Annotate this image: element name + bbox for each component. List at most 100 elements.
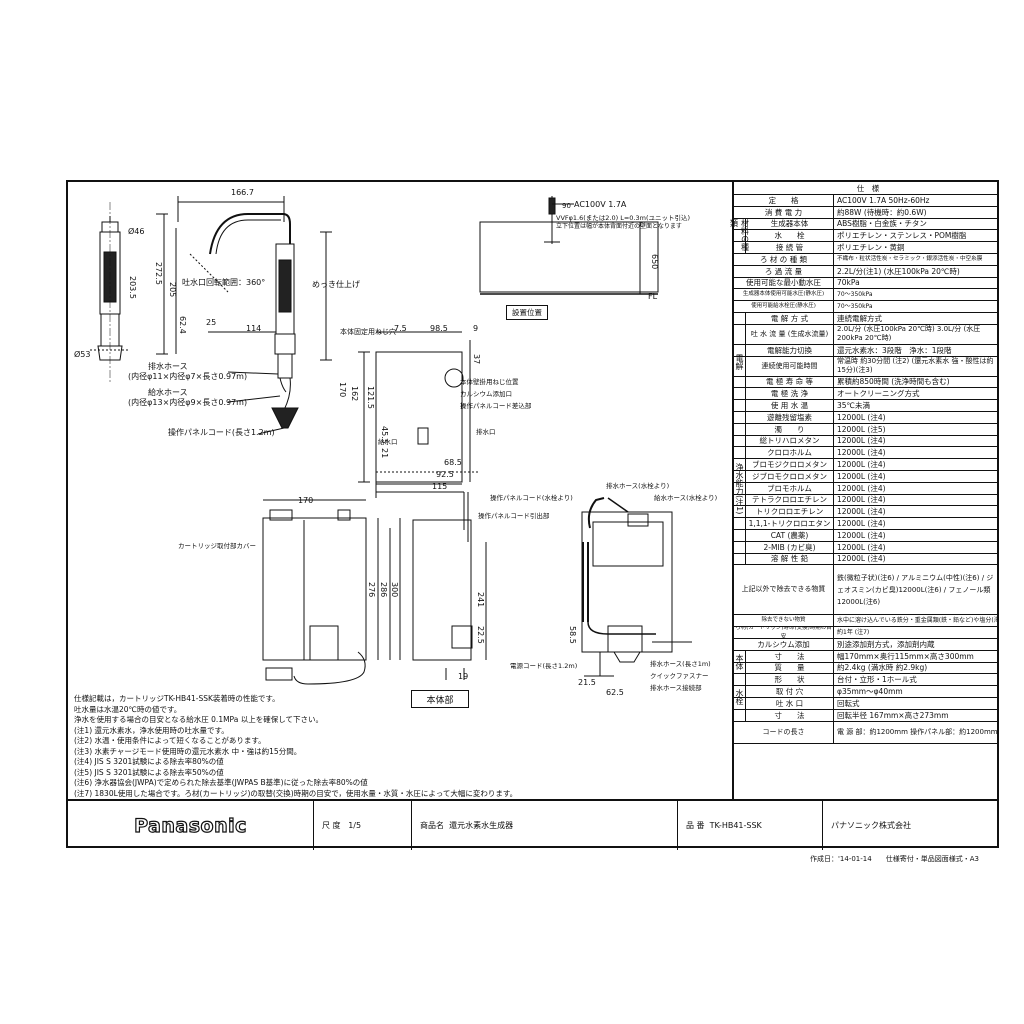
spec-label: コードの長さ (734, 721, 834, 743)
dim-7-5: 7.5 (394, 324, 407, 333)
spec-value: 12000L (注4) (837, 448, 886, 458)
spec-row: 電 解 方 式連続電解方式 (734, 313, 999, 325)
label-panel-cord-port: 操作パネルコード差込部 (460, 402, 532, 410)
brand-logo: Panasonic (68, 801, 314, 850)
spec-label: 質 量 (746, 662, 834, 674)
dim-121-5: 121.5 (366, 386, 375, 409)
label-supply-hose: 給水ホース (148, 388, 188, 397)
spec-label: 生成器本体 (746, 218, 834, 230)
label-rotation-range: 吐水口回転範囲：360° (182, 278, 266, 287)
note-line: (注6) 浄水器協会(JWPA)で定められた除去基準(JWPAS B基準)に従っ… (74, 778, 368, 787)
spec-value: 70～350kPa (837, 291, 873, 299)
dim-276: 276 (367, 582, 376, 598)
note-line: 仕様記載は，カートリッジTK-HB41-SSK装着時の性能です。 (74, 694, 280, 703)
label-cartridge-cover: カートリッジ取付部カバー (178, 542, 256, 550)
spec-value: 2.2L/分(注1) (水圧100kPa 20℃時) (837, 266, 960, 276)
dim-25: 25 (206, 318, 217, 327)
spec-header: 仕 様 (734, 182, 999, 195)
dim-45-5: 45.5 (380, 426, 389, 444)
note-line: 浄水を使用する場合の目安となる給水圧 0.1MPa 以上を確保して下さい。 (74, 715, 323, 724)
technical-drawing (90, 196, 692, 685)
spec-label: 溶 解 性 鉛 (746, 553, 834, 565)
dim-114: 114 (246, 324, 262, 333)
spec-row: 電 極 寿 命 等累積約850時間 (洗浄時間も含む) (734, 376, 999, 389)
unit-top-view (358, 331, 478, 498)
dim-9: 9 (473, 324, 479, 333)
spec-value: 回転式 (837, 698, 860, 708)
spec-value: 12000L (注4) (837, 471, 886, 481)
spec-row: 消 費 電 力約88W (待機時：約0.6W) (734, 206, 999, 219)
spec-value: 12000L (注4) (837, 495, 886, 505)
spec-label: 濁 り (746, 423, 834, 435)
dim-650: 650 (650, 254, 659, 270)
dim-19: 19 (458, 672, 469, 681)
dim-98-5: 98.5 (430, 324, 448, 333)
spec-value: 幅170mm×奥行115mm×高さ300mm (837, 651, 974, 661)
label-vvf: VVFφ1.6(または2.0) L=0.3m(ユニット引込) (556, 214, 691, 222)
spec-category: 材料の種類 (730, 218, 750, 254)
piping-view (581, 497, 692, 677)
spec-value: 約2.4kg (満水時 約2.9kg) (837, 663, 928, 673)
spec-row: 質 量約2.4kg (満水時 約2.9kg) (734, 662, 999, 675)
spec-row: 吐 水 口回転式 (734, 698, 999, 710)
spec-label: 除去できない物質 (734, 615, 834, 627)
spec-category: 電解 (734, 313, 746, 412)
product-name-label: 商品名 (420, 821, 444, 830)
spec-label: 取 付 穴 (746, 686, 834, 697)
dim-241: 241 (476, 592, 485, 608)
spec-value: 台付・立形・1ホール式 (837, 675, 917, 685)
dim-170-h: 170 (298, 496, 314, 505)
dim-286: 286 (379, 582, 388, 598)
spec-value: 12000L (注4) (837, 412, 886, 422)
spec-value: 電 源 部：約1200mm 操作パネル部：約1200mm (837, 727, 998, 736)
product-name-cell: 商品名 還元水素水生成器 (412, 801, 678, 850)
label-panel-cord: 操作パネルコード(長さ1.2m) (168, 428, 275, 437)
scale-label: 尺 度 (322, 821, 341, 830)
note-line: (注7) 1830L使用した場合です。ろ材(カートリッジ)の取替(交換)時期の目… (74, 788, 518, 798)
note-line: (注4) JIS S 3201試験による除去率80%の値 (74, 757, 224, 766)
spec-label: クロロホルム (746, 447, 834, 459)
label-drain-hose-spec: (内径φ11×内径φ7×長さ0.97m) (128, 372, 248, 381)
spec-label: ブロモジクロロメタン (746, 459, 834, 470)
spec-value: 別途添加剤方式，添加剤内蔵 (837, 639, 935, 649)
spec-row: コードの長さ電 源 部：約1200mm 操作パネル部：約1200mm (734, 721, 999, 744)
model-cell: 品 番 TK-HB41-SSK (678, 801, 823, 850)
spec-row: 寸 法幅170mm×奥行115mm×高さ300mm (734, 650, 999, 663)
spec-value: 12000L (注4) (837, 460, 886, 470)
spec-value: ポリエチレン・ステンレス・POM樹脂 (837, 231, 967, 241)
spec-value: 12000L (注4) (837, 519, 886, 529)
model-number: TK-HB41-SSK (709, 821, 762, 830)
spec-value: 常温時 約30分間 (注2) (還元水素水 強・酸性は約15分)(注3) (837, 357, 994, 375)
label-supply-hose-spec: (内径φ13×内径φ9×長さ0.97m) (128, 398, 248, 407)
installation-diagram (479, 196, 659, 295)
dim-272-5: 272.5 (154, 262, 163, 285)
spec-row: 生成器本体使用可能水圧(静水圧)70～350kPa (734, 289, 999, 302)
spec-value: 12000L (注4) (837, 554, 886, 564)
dim-21: 21 (380, 448, 389, 459)
drawing-sheet: 166.7 Ø46 272.5 205 203.5 62.4 114 Ø53 2… (66, 180, 999, 850)
spec-row: 電解能力切換還元水素水：3段階 浄水：1段階 (734, 344, 999, 357)
spec-label: 電 解 方 式 (746, 313, 834, 324)
spec-value: ABS樹脂・白金族・チタン (837, 219, 927, 229)
spec-label: 吐 水 口 (746, 698, 834, 709)
spec-value: 鉄(微粒子状)(注6) / アルミニウム(中性)(注6) / ジェオスミン(カビ… (837, 573, 994, 606)
spec-value: 70kPa (837, 278, 860, 288)
spec-label: 電 極 洗 浄 (746, 388, 834, 400)
dim-68-5: 68.5 (444, 458, 462, 467)
spec-label: ろ 材 の 種 類 (734, 254, 834, 265)
spec-row: ろ 材 の 種 類不織布・粒状活性炭・セラミック・銀添活性炭・中空糸膜 (734, 254, 999, 266)
label-drain-hose-len: 排水ホース(長さ1m) (650, 660, 711, 668)
spec-row: CAT (農薬)12000L (注4) (734, 530, 999, 542)
dim-dia-46: Ø46 (128, 227, 145, 236)
spec-label: 連続使用可能時間 (746, 356, 834, 376)
spec-label: CAT (農薬) (746, 530, 834, 541)
spec-row: 2-MIB (カビ臭)12000L (注4) (734, 541, 999, 554)
